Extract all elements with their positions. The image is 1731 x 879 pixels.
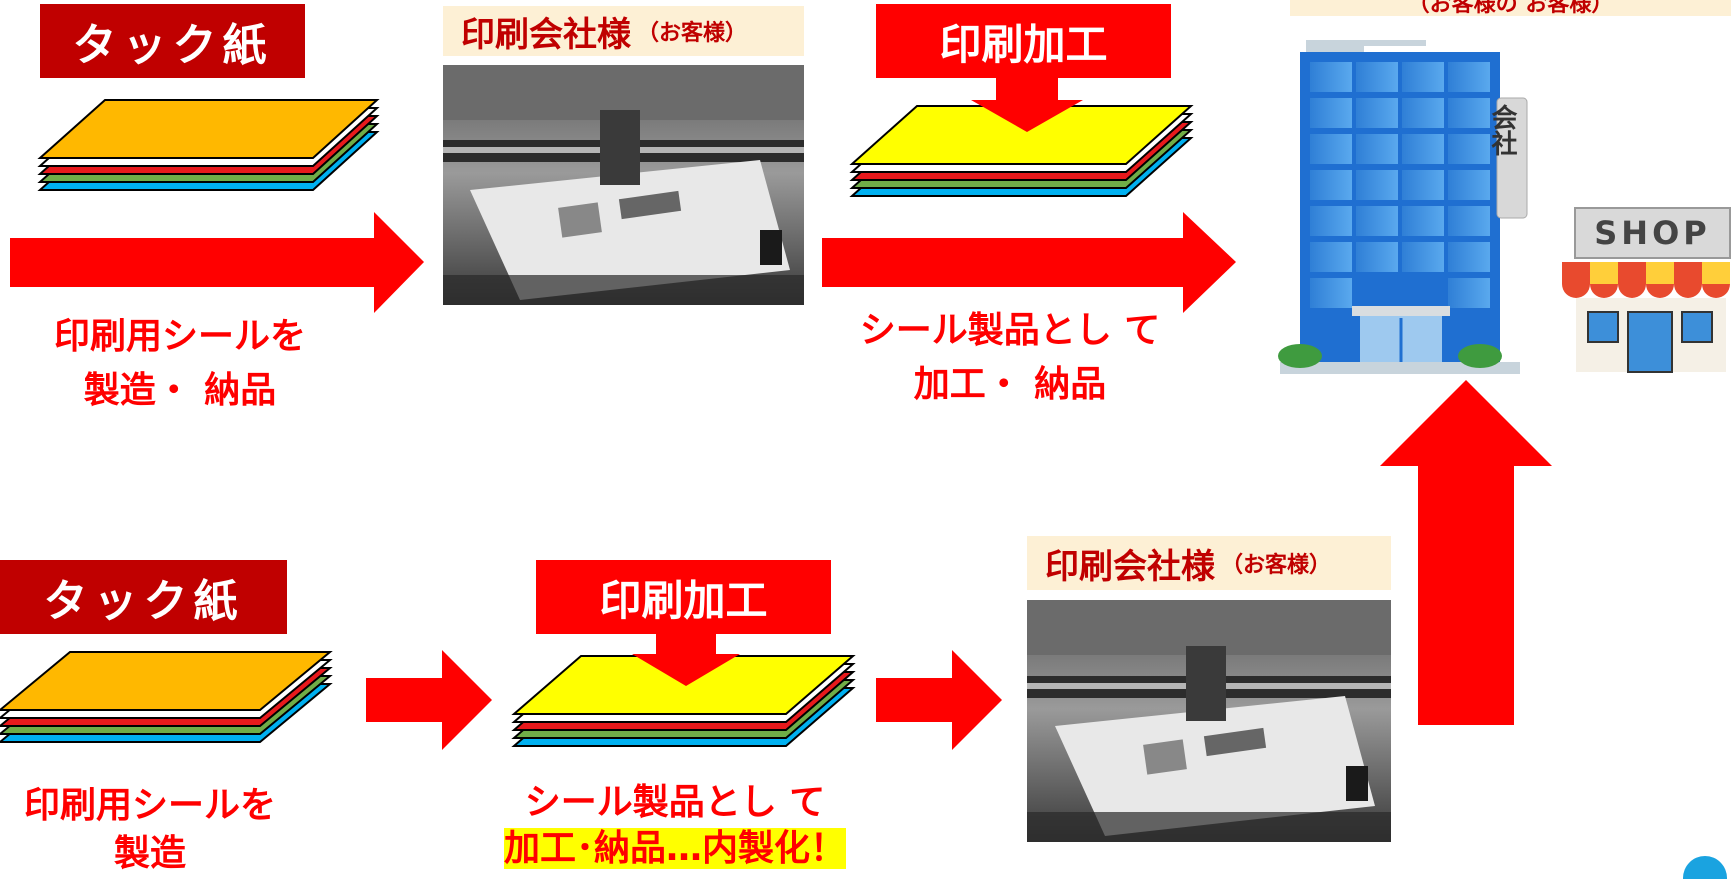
office-building-illustration (1278, 40, 1528, 374)
tack-paper-text: タック紙 (72, 20, 273, 71)
caption-inhouse: シール製品とし て 加工･納品…内製化！ (470, 780, 880, 872)
arrow-right-small-2 (876, 650, 1002, 750)
customer-label-top: 印刷会社様 （お客様） (443, 6, 804, 56)
arrow-right-small-1 (366, 650, 492, 750)
shop-illustration (1562, 207, 1731, 373)
process-pointer-1 (971, 78, 1083, 132)
caption-process-deliver: シール製品とし て 加工・ 納品 (840, 304, 1180, 412)
customer-title: 印刷会社様 (461, 14, 631, 55)
caption-line: シール製品とし て (859, 310, 1161, 351)
arrow-right-large-1 (10, 212, 424, 313)
customer-suffix: （お客様） (637, 20, 748, 46)
printing-press-photo-bottom (1027, 600, 1391, 842)
caption-highlight: 加工･納品…内製化！ (503, 828, 846, 869)
tack-paper-label-bottom: タック紙 (0, 560, 287, 634)
caption-line: 製造・ 納品 (83, 370, 277, 411)
building-sign: 会社 (1487, 104, 1517, 156)
paper-stack-orange-bottom (0, 651, 333, 743)
customer-label-bottom: 印刷会社様 （お客様） (1027, 536, 1391, 590)
print-processing-label-top: 印刷加工 (876, 4, 1171, 78)
arrow-right-large-2 (822, 212, 1236, 313)
print-processing-label-bottom: 印刷加工 (536, 560, 831, 634)
caption-line: 印刷用シールを (23, 785, 276, 826)
shop-sign: SHOP (1594, 214, 1711, 252)
tack-paper-label-top: タック紙 (40, 4, 305, 78)
end-customer-label: （お客様の お客様） (1290, 0, 1731, 16)
print-processing-text: 印刷加工 (599, 575, 768, 625)
tack-paper-text: タック紙 (43, 576, 244, 627)
caption-line: 加工・ 納品 (913, 364, 1107, 405)
customer-title: 印刷会社様 (1045, 546, 1215, 587)
process-pointer-2 (632, 632, 740, 686)
caption-line: 製造 (113, 833, 186, 874)
printing-press-photo-top (443, 65, 804, 305)
paper-stack-yellow-top-1 (849, 105, 1194, 197)
print-processing-text: 印刷加工 (939, 19, 1108, 69)
caption-line: シール製品とし て (524, 782, 826, 823)
paper-stack-yellow-top-2 (511, 655, 856, 747)
customer-suffix: （お客様） (1221, 552, 1332, 578)
caption-line: 印刷用シールを (53, 316, 306, 357)
arrow-up-to-end-customer (1380, 380, 1552, 725)
end-customer-text: （お客様の お客様） (1407, 0, 1614, 16)
caption-manufacture: 印刷用シールを 製造 (0, 782, 300, 878)
corner-circle (1683, 856, 1727, 879)
paper-stack-orange-top (37, 99, 380, 191)
caption-manufacture-deliver: 印刷用シールを 製造・ 納品 (20, 310, 340, 418)
